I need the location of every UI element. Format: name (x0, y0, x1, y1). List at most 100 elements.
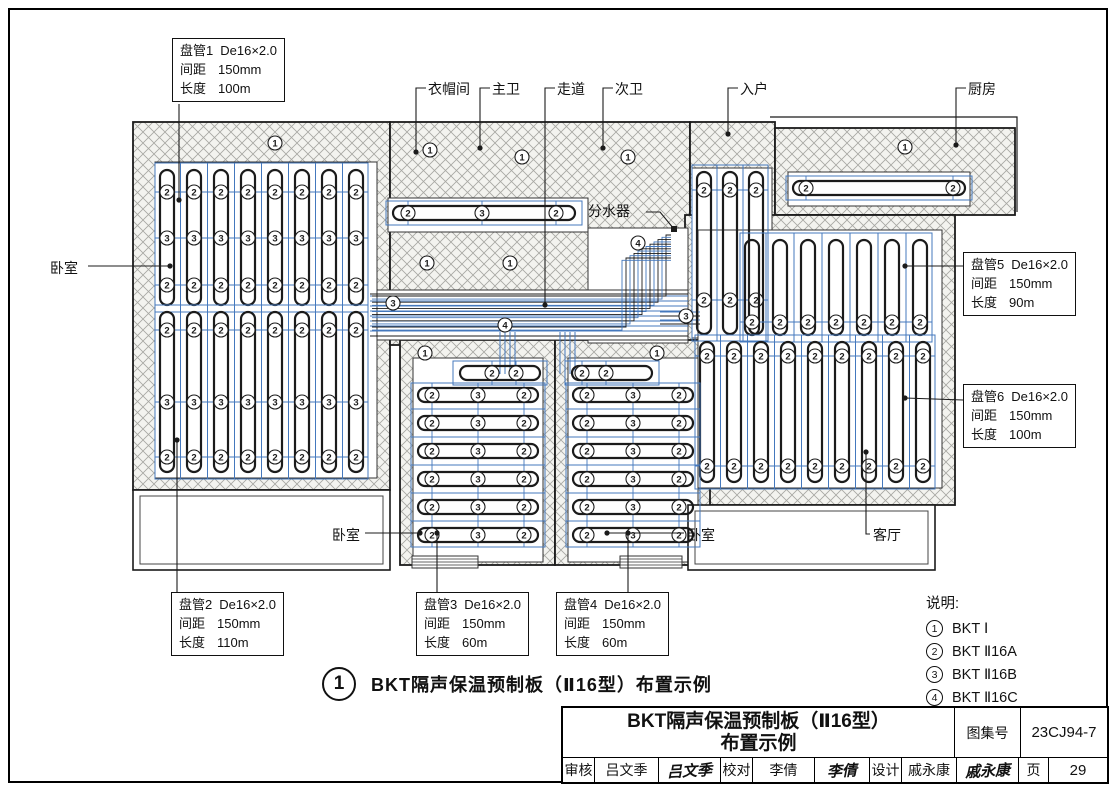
board-type-marker (321, 449, 337, 465)
board-type-marker-digit: 3 (630, 390, 635, 401)
coil-slat (914, 340, 932, 484)
board-type-marker-digit: 2 (785, 461, 790, 472)
board-type-marker (470, 471, 486, 487)
board-type-marker-digit: 3 (475, 418, 480, 429)
coil-slat (752, 340, 770, 484)
board-type-marker-digit: 2 (429, 502, 434, 513)
figure-number-circle: 1 (322, 667, 356, 701)
board-type-marker (798, 180, 814, 196)
board-type-marker (828, 314, 844, 330)
board-type-marker (671, 415, 687, 431)
figure-caption: 1 BKT隔声保温预制板（Ⅱ16型）布置示例 (322, 667, 712, 701)
board-type-marker-digit: 2 (218, 325, 223, 336)
figure-title: BKT隔声保温预制板（Ⅱ16型）布置示例 (371, 675, 712, 695)
board-type-marker (888, 348, 904, 364)
board-type-marker (753, 348, 769, 364)
board-type-marker-digit: 2 (753, 295, 758, 306)
board-type-marker-digit: 2 (839, 351, 844, 362)
leader-line (865, 452, 870, 535)
board-type-marker-digit: 3 (245, 233, 250, 244)
leader-line (904, 397, 964, 401)
board-type-marker (321, 184, 337, 200)
outer-offset-line (770, 116, 1018, 212)
board-type-marker-digit: 2 (603, 368, 608, 379)
coil-slat (860, 340, 878, 484)
board-type-marker-digit: 2 (866, 461, 871, 472)
board-type-marker-digit: 2 (584, 474, 589, 485)
board-type-marker-digit: 2 (272, 280, 277, 291)
coil-loop (385, 200, 583, 226)
board-type-marker (240, 277, 256, 293)
board-type-marker (267, 230, 283, 246)
board-type-marker (744, 314, 760, 330)
board-type-marker-digit: 2 (326, 452, 331, 463)
board-type-marker (884, 314, 900, 330)
board-type-marker-digit: 2 (191, 280, 196, 291)
manifold-pipe (372, 248, 671, 316)
board-type-marker-digit: 2 (584, 446, 589, 457)
board-type-marker (159, 394, 175, 410)
board-type-marker-digit: 2 (727, 185, 732, 196)
manifold-pipe (372, 259, 671, 331)
board-type-marker-digit: 3 (218, 233, 223, 244)
board-type-marker-digit: 2 (584, 502, 589, 513)
board-type-marker-digit: 2 (326, 187, 331, 198)
board-type-marker (497, 317, 513, 333)
board-type-marker-digit: 3 (630, 530, 635, 541)
coil-slat (320, 310, 338, 474)
board-type-marker-digit: 2 (805, 317, 810, 328)
board-type-marker (915, 458, 931, 474)
board-type-marker (897, 139, 913, 155)
board-type-marker (240, 184, 256, 200)
board-type-marker-digit: 2 (429, 418, 434, 429)
board-type-marker-digit: 2 (218, 452, 223, 463)
board-type-marker (630, 235, 646, 251)
board-type-marker (772, 314, 788, 330)
board-type-marker (625, 387, 641, 403)
legend: 说明: 1 BKT Ⅰ 2 BKT Ⅱ16A 3 BKT Ⅱ16B 4 BKT … (926, 592, 1018, 709)
board-type-marker-digit: 2 (353, 280, 358, 291)
board-type-marker (625, 415, 641, 431)
legend-item: 2 BKT Ⅱ16A (926, 640, 1018, 663)
coil-slat (266, 310, 284, 474)
board-type-marker-digit: 2 (521, 474, 526, 485)
board-type-marker (807, 348, 823, 364)
board-type-marker-digit: 2 (893, 351, 898, 362)
board-type-marker-digit: 4 (502, 320, 508, 331)
board-type-marker (159, 230, 175, 246)
board-type-marker-digit: 1 (422, 348, 428, 359)
board-type-marker-digit: 2 (833, 317, 838, 328)
board-type-marker (470, 415, 486, 431)
board-type-marker (424, 443, 440, 459)
board-type-marker (321, 322, 337, 338)
leader-line (479, 87, 490, 148)
board-type-marker (474, 205, 490, 221)
coil-slat (347, 310, 365, 474)
board-type-marker (516, 443, 532, 459)
board-type-marker-digit: 2 (785, 351, 790, 362)
board-type-marker-digit: 2 (521, 530, 526, 541)
board2-marker-icon: 2 (926, 643, 943, 660)
board-type-marker-digit: 2 (676, 474, 681, 485)
balcony-inner (694, 510, 929, 565)
board-type-marker (267, 277, 283, 293)
page-border (8, 8, 1108, 783)
checker-signature: 李倩 (814, 758, 869, 782)
board-type-marker (321, 394, 337, 410)
board-type-marker-digit: 3 (191, 397, 196, 408)
board-type-marker-digit: 2 (353, 325, 358, 336)
board-type-marker (424, 499, 440, 515)
board-type-marker (240, 449, 256, 465)
coil-slat (779, 340, 797, 484)
board-type-marker (753, 458, 769, 474)
board-type-marker-digit: 2 (245, 280, 250, 291)
board-type-marker (294, 449, 310, 465)
manifold-pipe (372, 246, 671, 312)
manifold-pipe (372, 241, 671, 306)
leader-dot (413, 149, 419, 155)
board-type-marker (516, 471, 532, 487)
room-label-bedroom-bottom-right: 卧室 (687, 527, 715, 543)
board-type-marker-digit: 2 (861, 317, 866, 328)
board-type-marker-digit: 2 (676, 390, 681, 401)
leader-line (602, 87, 613, 148)
